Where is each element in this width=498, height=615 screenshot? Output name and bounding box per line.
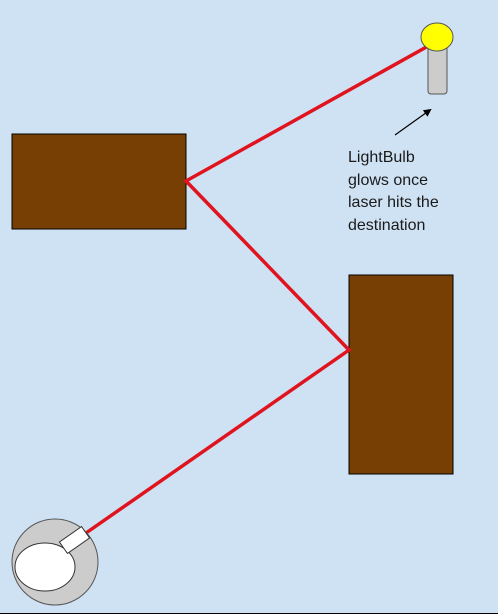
arrow-pointer-icon (394, 108, 432, 136)
mirror-top-left (11, 133, 187, 230)
caption-line-2: glows once (348, 171, 429, 189)
mirror-right (348, 274, 454, 475)
bulb-caption: LightBulb glows once laser hits the dest… (348, 147, 488, 237)
light-bulb-icon (420, 22, 454, 95)
caption-line-1: LightBulb (348, 149, 415, 166)
caption-line-3: laser hits the (348, 194, 439, 211)
caption-line-4: destination (348, 216, 426, 234)
laser-emitter-icon (11, 518, 99, 606)
laser-beam (85, 43, 431, 535)
